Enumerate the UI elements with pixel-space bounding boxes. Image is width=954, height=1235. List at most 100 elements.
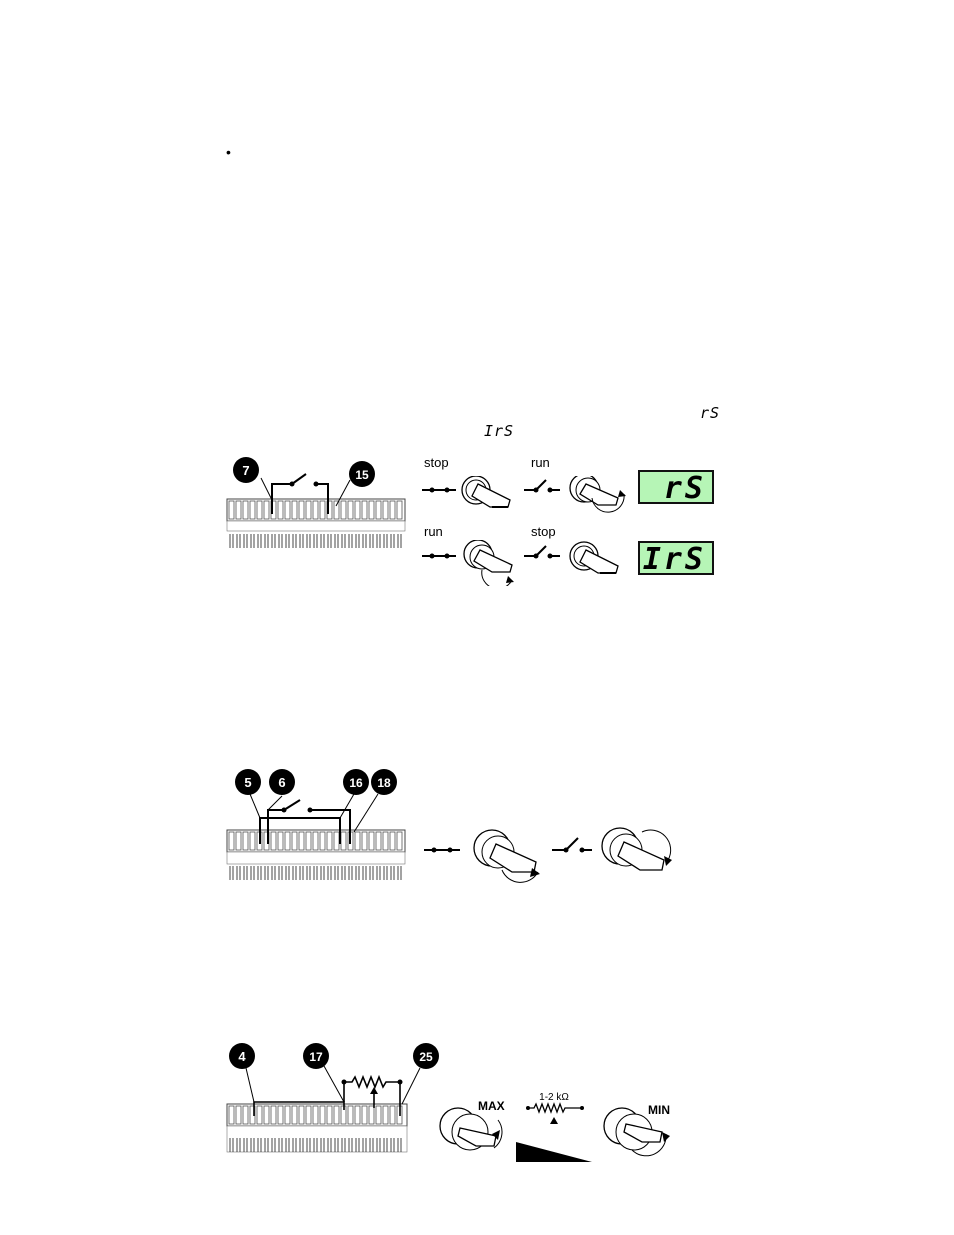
switch-row-3	[424, 827, 672, 883]
terminal-slot	[375, 831, 382, 851]
bullet: •	[226, 144, 231, 160]
lcd-display-row1: rS	[638, 470, 714, 506]
terminal-slot	[249, 831, 256, 851]
terminal-slot	[396, 500, 403, 520]
terminal-slot	[354, 500, 361, 520]
closed-switch-icon	[422, 553, 456, 559]
terminal-4-label: 4	[238, 1049, 246, 1064]
terminal-strip	[226, 498, 406, 548]
terminal-slot	[291, 1105, 298, 1125]
terminal-4-marker	[229, 1043, 255, 1069]
terminal-slot	[389, 831, 396, 851]
terminal-slot	[333, 500, 340, 520]
knob-rotating-icon	[601, 827, 672, 871]
terminal-slot	[396, 831, 403, 851]
terminal-7-label: 7	[242, 463, 249, 478]
terminal-slot	[256, 1105, 263, 1125]
terminal-16-label: 16	[349, 776, 363, 790]
terminal-slot	[298, 1105, 305, 1125]
terminal-15-marker	[349, 461, 375, 487]
potentiometer-icon	[344, 1074, 400, 1090]
lcd-display-row2: IrS	[638, 541, 714, 577]
terminal-slot	[389, 500, 396, 520]
terminal-slot	[228, 1105, 235, 1125]
min-label: MIN	[648, 1103, 670, 1117]
terminal-17-label: 17	[309, 1050, 323, 1064]
terminal-5-marker	[235, 769, 261, 795]
terminal-25-label: 25	[419, 1050, 433, 1064]
switch-row-1	[422, 476, 626, 513]
run-label-row1: run	[531, 455, 550, 470]
terminal-strip	[226, 829, 406, 880]
terminal-slot	[298, 831, 305, 851]
terminal-slot	[228, 831, 235, 851]
terminal-slot	[375, 500, 382, 520]
terminal-slot	[354, 1105, 361, 1125]
stop-label-row2: stop	[531, 524, 556, 539]
terminal-slot	[312, 500, 319, 520]
terminal-slot	[319, 1105, 326, 1125]
knob-rotating-icon	[569, 476, 626, 513]
terminal-block-3: 4 17 25	[226, 1043, 439, 1153]
irs-code-label: IrS	[484, 422, 515, 440]
terminal-slot	[361, 500, 368, 520]
resistor-icon	[526, 1102, 584, 1124]
terminal-slot	[305, 831, 312, 851]
terminal-slot	[347, 1105, 354, 1125]
terminal-18-marker	[371, 769, 397, 795]
terminal-15-label: 15	[355, 468, 369, 482]
terminal-7-marker	[233, 457, 259, 483]
terminal-slot	[361, 1105, 368, 1125]
rs-code-label: rS	[700, 404, 721, 422]
terminal-slot	[249, 500, 256, 520]
terminal-slot	[242, 1105, 249, 1125]
terminal-slot	[242, 500, 249, 520]
terminal-slot	[319, 500, 326, 520]
terminal-slot	[375, 1105, 382, 1125]
terminal-slot	[312, 831, 319, 851]
terminal-slot	[284, 1105, 291, 1125]
terminal-slot	[389, 1105, 396, 1125]
terminal-16-marker	[343, 769, 369, 795]
terminal-slot	[256, 500, 263, 520]
terminal-slot	[284, 500, 291, 520]
terminal-slot	[270, 831, 277, 851]
terminal-slot	[368, 831, 375, 851]
terminal-slot	[319, 831, 326, 851]
terminal-slot	[326, 831, 333, 851]
terminal-slot	[368, 1105, 375, 1125]
terminal-slot	[361, 831, 368, 851]
terminal-18-label: 18	[377, 776, 391, 790]
terminal-slot	[305, 1105, 312, 1125]
terminal-strip	[226, 1103, 408, 1153]
resistor-label: 1-2 kΩ	[539, 1092, 569, 1103]
terminal-slot	[382, 831, 389, 851]
terminal-slot	[284, 831, 291, 851]
speed-adjust-row: MAX 1-2 kΩ MIN	[439, 1092, 670, 1162]
terminal-slot	[263, 1105, 270, 1125]
knob-stopped-icon	[569, 541, 619, 574]
terminal-slot	[305, 500, 312, 520]
terminal-slot	[249, 1105, 256, 1125]
terminal-slot	[340, 500, 347, 520]
open-switch-icon	[524, 479, 560, 493]
terminal-17-marker	[303, 1043, 329, 1069]
terminal-slot	[277, 500, 284, 520]
terminal-6-marker	[269, 769, 295, 795]
terminal-25-marker	[413, 1043, 439, 1069]
max-label: MAX	[478, 1099, 505, 1113]
terminal-block-1: 7 15	[226, 457, 406, 548]
terminal-block-2: 5 6 16 18	[226, 769, 406, 880]
open-switch-icon	[524, 545, 560, 559]
terminal-slot	[333, 1105, 340, 1125]
knob-rotating-icon	[463, 540, 514, 586]
knob-rotating-icon	[473, 829, 540, 883]
switch-row-2	[422, 540, 619, 586]
ramp-icon	[516, 1142, 592, 1162]
knob-stopped-icon	[461, 476, 511, 508]
terminal-slot	[347, 500, 354, 520]
stop-label-row1: stop	[424, 455, 449, 470]
closed-switch-icon	[424, 847, 460, 853]
terminal-slot	[263, 500, 270, 520]
terminal-slot	[235, 831, 242, 851]
